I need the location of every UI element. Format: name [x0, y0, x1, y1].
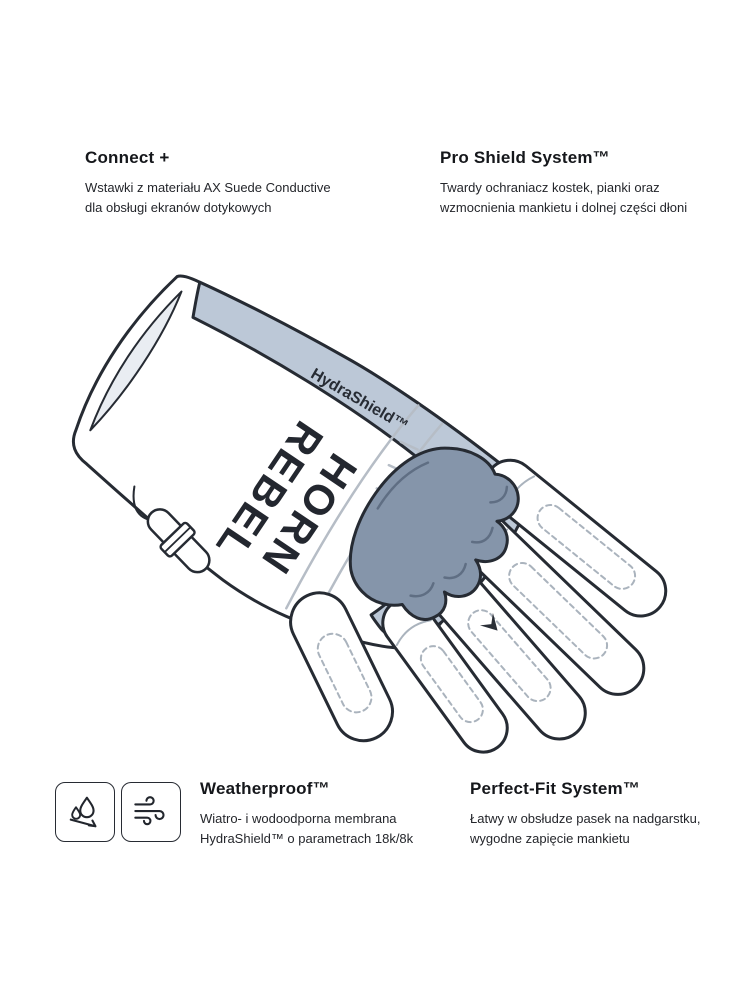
feature-perfect-fit-description: Łatwy w obsłudze pasek na nadgarstku, wy…: [470, 811, 701, 847]
finger-pad: [536, 504, 637, 590]
windproof-icon-box: [121, 782, 181, 842]
feature-perfect-fit-title: Perfect-Fit System™: [470, 779, 641, 798]
feature-connect: Connect + Wstawki z materiału AX Suede C…: [85, 148, 347, 218]
feature-connect-description: Wstawki z materiału AX Suede Conductive …: [85, 180, 331, 216]
glove-svg: REBEL HORN HydraShield™: [71, 274, 668, 754]
finger-pad: [508, 561, 609, 660]
brand-mark: [479, 612, 498, 631]
knuckle-guard-grooves: [376, 461, 509, 598]
glove-illustration: REBEL HORN HydraShield™: [12, 258, 722, 818]
wrist-seam-left: [285, 404, 420, 610]
feature-pro-shield-description: Twardy ochraniacz kostek, pianki oraz wz…: [440, 180, 688, 216]
feature-weatherproof: Weatherproof™ Wiatro- i wodoodporna memb…: [200, 779, 432, 849]
finger-base-seam: [395, 619, 432, 646]
wind-line-bottom-icon: [134, 816, 152, 826]
feature-weatherproof-title: Weatherproof™: [200, 779, 330, 798]
wind-line-top-icon: [134, 796, 155, 806]
feature-connect-title: Connect +: [85, 148, 170, 167]
waterproof-icon: [69, 796, 97, 828]
thumb-pad: [316, 632, 373, 714]
feature-icon-row: [55, 782, 181, 842]
wind-line-middle-icon: [134, 810, 165, 821]
knuckle-guard: [348, 446, 520, 622]
thumb-capsule: [289, 591, 394, 743]
feature-perfect-fit: Perfect-Fit System™ Łatwy w obsłudze pas…: [470, 779, 722, 849]
feature-pro-shield-title: Pro Shield System™: [440, 148, 610, 167]
feature-weatherproof-description: Wiatro- i wodoodporna membrana HydraShie…: [200, 811, 414, 847]
droplet-large-icon: [79, 796, 95, 819]
finger-pad: [419, 645, 484, 724]
thumb: [289, 591, 394, 743]
droplet-small-icon: [71, 806, 82, 820]
wrist-strap-buckle: [146, 508, 211, 574]
feature-pro-shield: Pro Shield System™ Twardy ochraniacz kos…: [440, 148, 712, 218]
cuff-opening: [89, 290, 183, 432]
deflect-arrow-icon: [69, 818, 97, 828]
windproof-icon: [134, 796, 165, 826]
waterproof-icon-box: [55, 782, 115, 842]
